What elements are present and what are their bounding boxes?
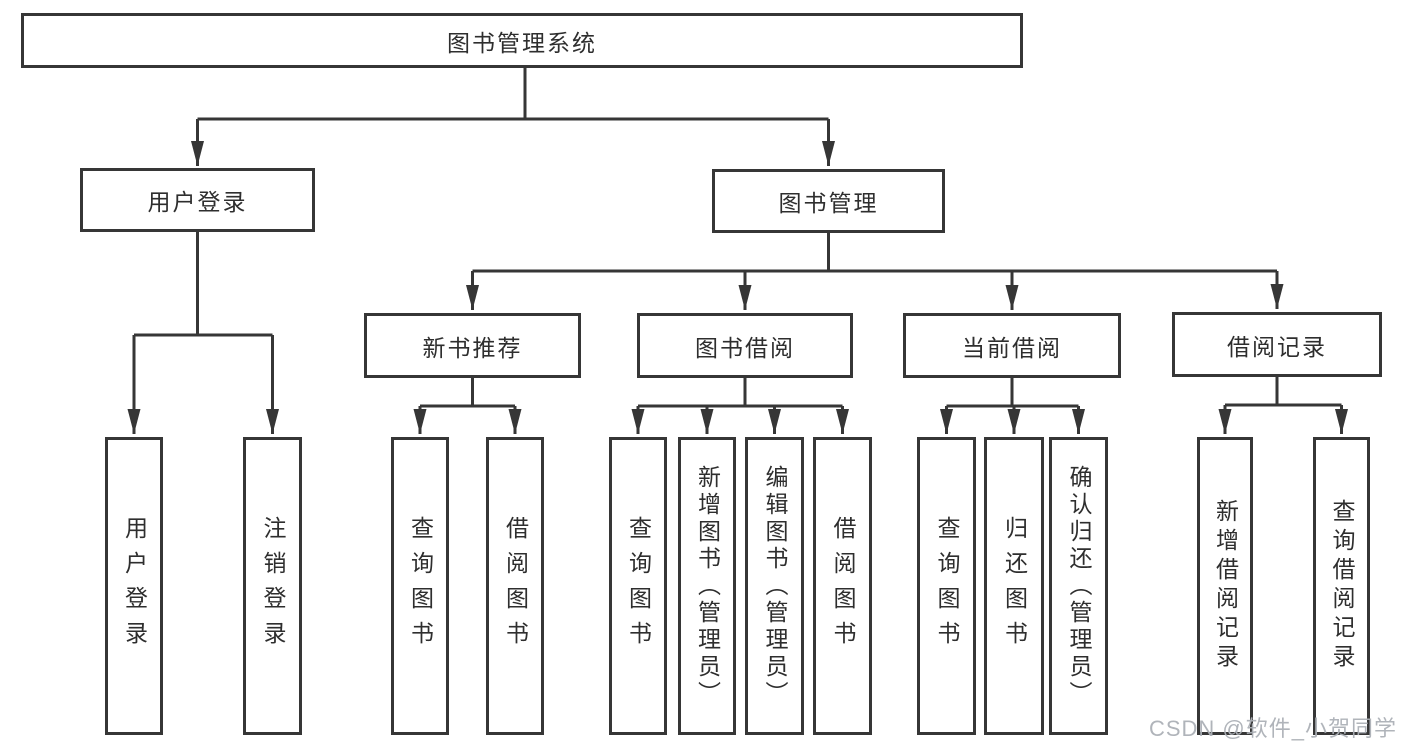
leaf-query-books-current: 查询图书 [917,437,976,735]
leaf-query-books-recommend: 查询图书 [391,437,449,735]
leaf-add-borrow-record: 新增借阅记录 [1197,437,1253,735]
leaf-logout: 注销登录 [243,437,302,735]
csdn-watermark: CSDN @软件_小贺同学 [1148,716,1397,741]
leaf-user-login: 用户登录 [105,437,163,735]
node-book-management: 图书管理 [712,169,945,233]
leaf-borrow-books-recommend: 借阅图书 [486,437,544,735]
node-book-borrow: 图书借阅 [637,313,853,378]
node-user-login: 用户登录 [80,168,315,232]
node-new-book-recommend: 新书推荐 [364,313,581,378]
leaf-query-borrow-record: 查询借阅记录 [1313,437,1370,735]
node-borrow-records: 借阅记录 [1172,312,1382,377]
leaf-query-books-borrow: 查询图书 [609,437,667,735]
node-current-borrow: 当前借阅 [903,313,1121,378]
leaf-borrow-books: 借阅图书 [813,437,872,735]
node-root: 图书管理系统 [21,13,1023,68]
leaf-edit-books-admin: 编辑图书（管理员） [745,437,804,735]
leaf-add-books-admin: 新增图书（管理员） [678,437,736,735]
leaf-confirm-return-admin: 确认归还（管理员） [1049,437,1108,735]
leaf-return-books: 归还图书 [984,437,1044,735]
